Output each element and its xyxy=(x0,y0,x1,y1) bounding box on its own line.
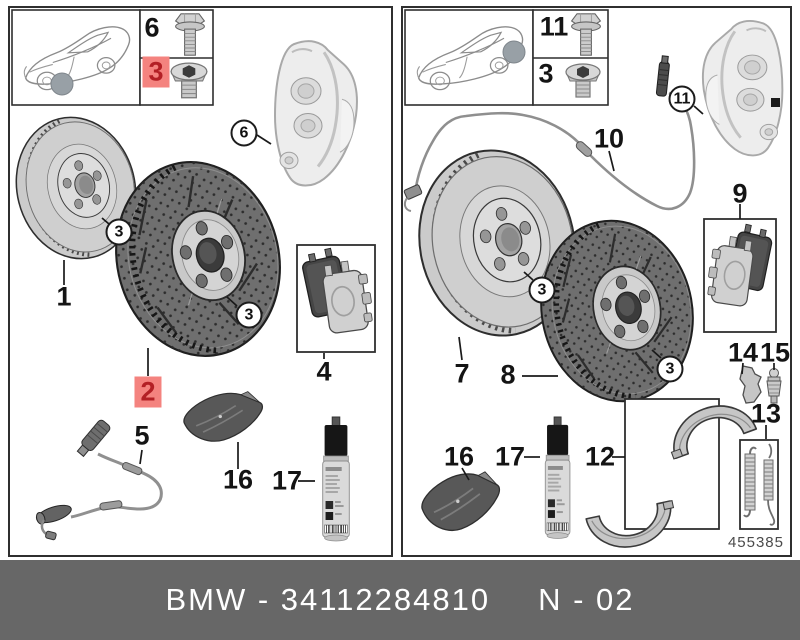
part-label-expander: 15 xyxy=(759,337,791,368)
grease-pouch-illustration xyxy=(183,390,264,442)
part-label-disc-sport-highlighted: 2 xyxy=(134,376,162,408)
part-label-brake-cleaner: 17 xyxy=(494,441,526,472)
part-label-shoes: 12 xyxy=(584,441,616,472)
grease-pouch-illustration xyxy=(420,470,501,532)
inset-screw-label-highlighted: 3 xyxy=(142,56,170,88)
caliper-callout-circle: 6 xyxy=(230,119,258,147)
rear-caliper-illustration xyxy=(701,19,784,157)
part-label-adjuster: 14 xyxy=(727,337,759,368)
inset-bolt-label: 11 xyxy=(539,11,569,42)
expander-illustration xyxy=(766,368,782,404)
part-label-wear-sensor: 10 xyxy=(593,123,625,154)
footer-bar: BMW - 34112284810 N - 02 xyxy=(0,560,800,640)
hub-screw-callout-a: 3 xyxy=(105,218,133,246)
hub-screw-callout-a: 3 xyxy=(528,276,556,304)
part-label-brake-cleaner: 17 xyxy=(271,465,303,496)
footer-part-number: BMW - 34112284810 xyxy=(165,582,491,617)
spring-kit-illustration xyxy=(743,443,776,526)
inset-screw-label: 3 xyxy=(538,58,554,89)
part-label-pads: 4 xyxy=(316,356,332,387)
part-label-disc-solid: 7 xyxy=(454,358,470,389)
rear-axle-highlight-dot xyxy=(502,40,526,64)
part-label-grease: 16 xyxy=(443,441,475,472)
hub-screw-callout-b: 3 xyxy=(235,301,263,329)
leader-lines xyxy=(458,105,775,481)
footer-revision-code: N - 02 xyxy=(538,582,635,617)
brake-cleaner-can-illustration xyxy=(544,416,571,540)
car-inset-box xyxy=(11,9,141,106)
hub-screw-callout-b: 3 xyxy=(656,355,684,383)
rear-brake-illustration xyxy=(403,9,784,555)
adjuster-illustration xyxy=(739,365,762,404)
part-label-pads: 9 xyxy=(732,178,748,209)
front-brake-panel: 6 3 1 2 4 5 16 17 6 3 3 xyxy=(8,6,393,557)
rear-wear-sensor-illustration xyxy=(403,55,696,212)
front-brake-illustration xyxy=(10,9,376,542)
part-label-disc-solid: 1 xyxy=(56,281,72,312)
part-label-wear-sensor: 5 xyxy=(134,420,150,451)
front-caliper-illustration xyxy=(273,39,359,188)
brake-cleaner-can-illustration xyxy=(322,416,350,542)
inset-bolt-label: 6 xyxy=(144,12,160,43)
caliper-callout-circle: 11 xyxy=(668,85,696,113)
drawing-number: 455385 xyxy=(727,534,784,551)
part-label-disc-sport: 8 xyxy=(500,359,516,390)
part-label-spring-kit: 13 xyxy=(750,398,782,429)
front-wear-sensor-illustration xyxy=(35,419,163,541)
part-label-grease: 16 xyxy=(222,464,254,495)
rear-brake-panel: 11 3 7 8 9 10 12 13 14 15 16 17 11 3 3 4… xyxy=(401,6,792,557)
front-axle-highlight-dot xyxy=(50,72,74,96)
